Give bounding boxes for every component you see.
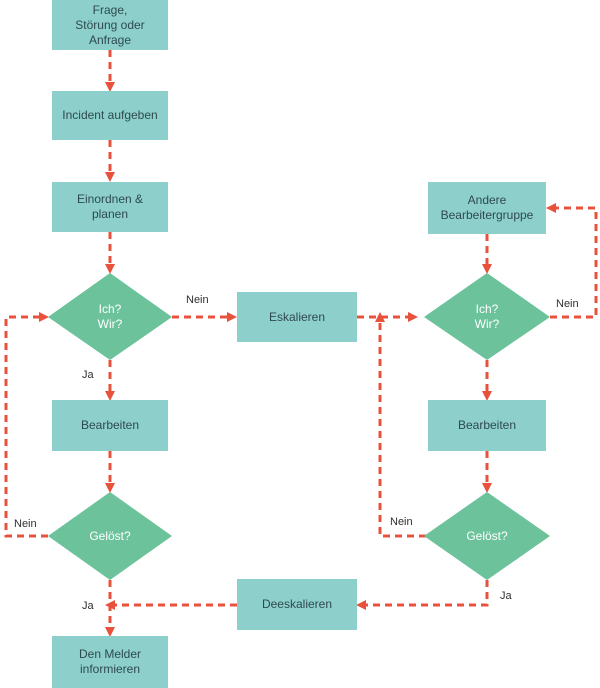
decision-me-us-right-label: Ich? Wir? — [474, 302, 500, 331]
question-box: Frage, Störung oder Anfrage — [52, 0, 168, 50]
edge-label-left-solved-no: Nein — [14, 518, 37, 530]
decision-me-us-left-label: Ich? Wir? — [97, 302, 123, 331]
process-left-box: Bearbeiten — [52, 400, 168, 451]
escalate-box: Eskalieren — [237, 292, 357, 342]
arrow-solved-right-to-deescalate — [356, 580, 489, 610]
edge-label-left-me-us-no: Nein — [186, 294, 209, 306]
edge-label-right-solved-no: Nein — [390, 516, 413, 528]
arrow-decision-right-to-other-group — [546, 203, 598, 319]
edge-label-left-solved-yes: Ja — [82, 600, 94, 612]
submit-incident-box: Incident aufgeben — [52, 91, 168, 140]
edge-label-right-me-us-no: Nein — [556, 298, 579, 310]
edge-label-left-me-us-yes: Ja — [82, 369, 94, 381]
arrow-solved-right-back-to-escalate-line — [375, 312, 426, 538]
other-group-box: Andere Bearbeitergruppe — [428, 182, 546, 234]
decision-diamond-me-us-right — [424, 273, 550, 360]
decision-solved-left-label: Gelöst? — [89, 528, 131, 543]
edge-label-right-solved-yes: Ja — [500, 590, 512, 602]
decision-diamond-solved-right — [424, 492, 550, 580]
classify-plan-box: Einordnen & planen — [52, 182, 168, 232]
inform-reporter-box: Den Melder informieren — [52, 636, 168, 688]
decision-solved-right-label: Gelöst? — [466, 528, 508, 543]
process-right-box: Bearbeiten — [428, 400, 546, 451]
decision-diamond-solved-left — [48, 492, 172, 580]
decision-diamond-me-us-left — [48, 273, 172, 360]
deescalate-box: Deeskalieren — [237, 579, 357, 630]
arrow-solved-left-back-to-decision — [4, 312, 49, 538]
